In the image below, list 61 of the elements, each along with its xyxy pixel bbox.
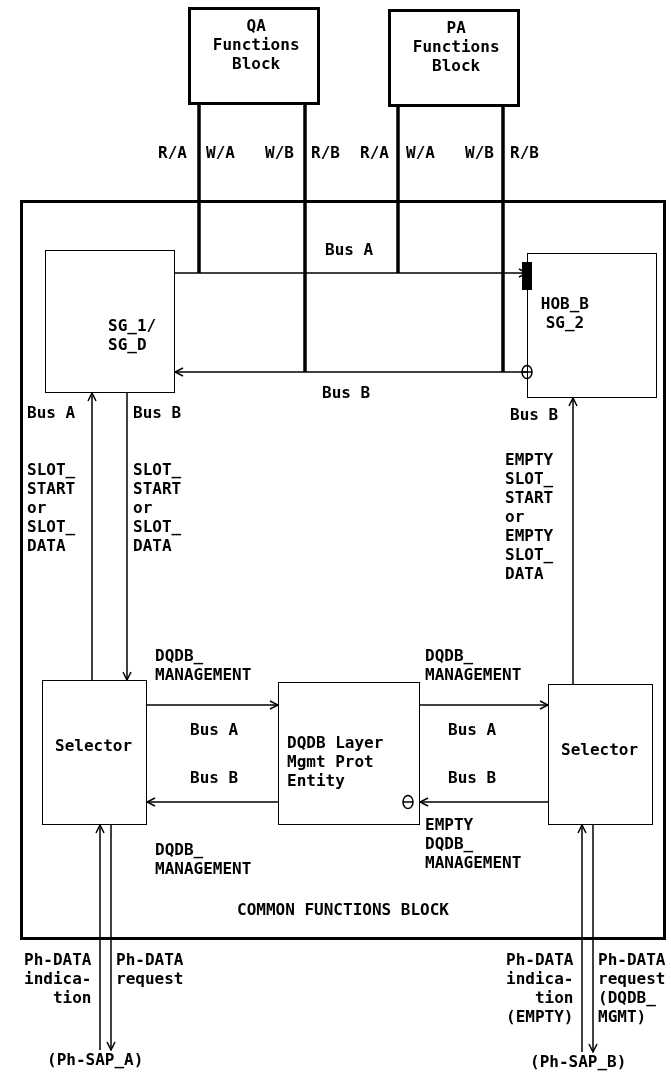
signal-label: R/B (311, 143, 340, 162)
arrow (146, 797, 279, 807)
function-block-box (188, 7, 320, 105)
arrow (568, 397, 578, 685)
function-block-box (388, 9, 520, 107)
arrow (419, 700, 549, 710)
signal-label: R/B (510, 143, 539, 162)
box-label: DQDB Layer Mgmt Prot Entity (287, 733, 385, 790)
signal-label: R/A (158, 143, 187, 162)
sap-label: (Ph-SAP_B) (530, 1052, 627, 1071)
process-box (527, 253, 657, 398)
box-label: Selector (561, 740, 639, 759)
box-label: Selector (55, 736, 133, 755)
block-frame (20, 200, 666, 940)
bus-line (197, 105, 201, 273)
signal-label: W/A (406, 143, 435, 162)
edge-label: Ph-DATA indica- tion (EMPTY) (506, 950, 574, 1026)
box-label: PA Functions Block (411, 18, 501, 75)
signal-label: W/B (265, 143, 294, 162)
edge-label: Bus B (448, 768, 497, 787)
signal-label: DQDB_ MANAGEMENT (425, 646, 522, 684)
edge-label: Bus B (322, 383, 371, 402)
edge-label: Bus B (510, 405, 559, 424)
selector-box (42, 680, 147, 825)
bus-line (396, 107, 400, 273)
edge-label: Bus B (190, 768, 239, 787)
signal-label: SLOT_ START or SLOT_ DATA (27, 460, 77, 555)
signal-label: W/B (465, 143, 494, 162)
signal-label: EMPTY SLOT_ START or EMPTY SLOT_ DATA (505, 450, 555, 583)
arrow (106, 824, 116, 1051)
edge-label: Ph-DATA indica- tion (24, 950, 92, 1007)
arrow (146, 700, 279, 710)
process-box (278, 682, 420, 825)
edge-label: Bus A (448, 720, 497, 739)
edge-label: Ph-DATA request (116, 950, 184, 988)
edge-label: Bus A (27, 403, 76, 422)
bus-line (501, 107, 505, 372)
signal-label: DQDB_ MANAGEMENT (155, 840, 252, 878)
selector-box (548, 684, 653, 825)
edge-label: Bus A (190, 720, 239, 739)
signal-label: DQDB_ MANAGEMENT (155, 646, 252, 684)
arrow (577, 824, 587, 1053)
signal-label: R/A (360, 143, 389, 162)
arrow (122, 392, 132, 681)
arrow (588, 824, 598, 1053)
sap-label: (Ph-SAP_A) (47, 1050, 144, 1069)
bus-line (303, 105, 307, 372)
signal-label: W/A (206, 143, 235, 162)
signal-label: EMPTY DQDB_ MANAGEMENT (425, 815, 522, 872)
edge-label: Bus B (133, 403, 182, 422)
arrow (95, 824, 105, 1051)
box-label: SG_1/ SG_D (108, 316, 158, 354)
signal-label: SLOT_ START or SLOT_ DATA (133, 460, 183, 555)
process-box (45, 250, 175, 393)
box-label: QA Functions Block (211, 16, 301, 73)
edge-label: Bus A (325, 240, 374, 259)
arrow (87, 392, 97, 681)
box-label: COMMON FUNCTIONS BLOCK (237, 900, 449, 919)
box-label: HOB_B SG_2 (539, 294, 590, 332)
edge-label: Ph-DATA request (DQDB_ MGMT) (598, 950, 666, 1026)
arrow (419, 797, 549, 807)
